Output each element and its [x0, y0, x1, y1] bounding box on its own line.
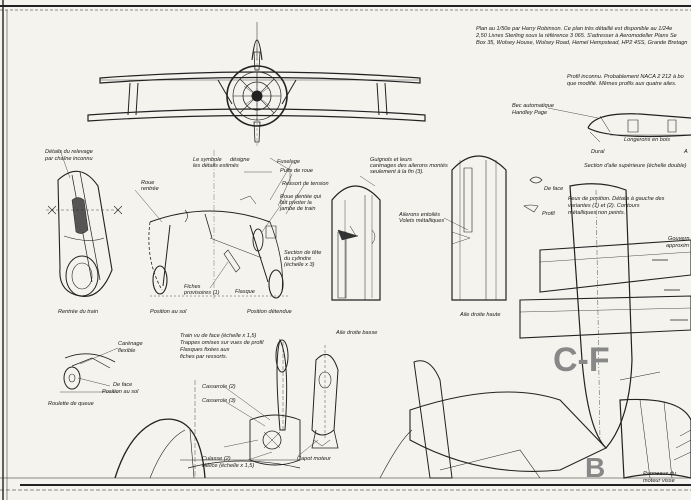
fuselage-side-partial — [115, 419, 205, 478]
dural-a-label: A — [684, 149, 688, 155]
fiches-label-1: Fiches — [184, 284, 201, 290]
upper-right-wing — [452, 156, 506, 300]
ressort-label: Ressort de tension — [282, 181, 329, 187]
cylinder-label-3: (échelle x 3) — [284, 262, 315, 268]
cylinder-label-2: du cylindre — [284, 256, 312, 262]
guignols-3: seulement à la fin (3). — [370, 169, 424, 175]
capot-label: Capot moteur — [297, 456, 331, 462]
gouv-line-2: approxim — [666, 243, 690, 249]
registration-upper: C-F — [553, 341, 610, 379]
profil-label: Profil — [542, 211, 555, 217]
slat-label-2: Handley Page — [512, 110, 548, 116]
detendue-label: Position détendue — [247, 309, 292, 315]
rentree-train-label: Rentrée du train — [58, 309, 99, 315]
train-face-3: Flasques fixées aux — [180, 347, 230, 353]
sol-label: Position au sol — [150, 309, 187, 315]
feux-line-2: variantes (1) et (2). Contours — [568, 203, 640, 209]
face-label: De face — [544, 186, 564, 192]
feux-line-1: Feux de position. Détails à gauche des — [568, 196, 665, 202]
roue-dentee-2: fait pivoter la — [280, 200, 312, 206]
flasque-label: Flasque — [235, 289, 255, 295]
train-face-2: Trappes omises sur vues de profil — [180, 340, 264, 346]
panneaux-2: moteur visse — [643, 478, 675, 484]
symbol-label-2: les détails estimés — [193, 163, 239, 169]
cylinder-label-1: Section de tête — [284, 250, 322, 256]
casserole-2: Casserole (2) — [202, 384, 236, 390]
helice-label: Hélice (échelle x 1,5) — [202, 463, 255, 469]
credits-line-1: Plan au 1/50e par Harry Robinson. Ce pla… — [476, 26, 673, 32]
position-lights — [524, 177, 542, 212]
roue-rentree-1: Roue — [141, 180, 155, 186]
slat-label-1: Bec automatique — [512, 103, 554, 109]
roue-rentree-2: rentrée — [141, 186, 159, 192]
feux-line-3: métalliques non peints. — [568, 210, 626, 216]
casserole-3: Casserole (3) — [202, 398, 236, 404]
carenage-2: flexible — [118, 348, 136, 354]
train-face-1: Train vu de face (échelle x 1,5) — [180, 333, 257, 339]
fuselage-label: Fuselage — [277, 159, 301, 165]
credits-line-3: Box 35, Wolsey House, Wolsey Road, Hemel… — [476, 40, 688, 46]
guignols-1: Guignols et leurs — [370, 157, 412, 163]
roue-dentee-3: jambe de train — [280, 206, 316, 212]
plan-view-aircraft — [380, 184, 691, 478]
retract-label-1: Détails du relevage — [45, 149, 93, 155]
profile-line-2: que modifié. Mêmes profils aux quatre ai… — [567, 81, 677, 87]
guignols-2: carénages des ailerons montés — [370, 163, 448, 169]
aile-haute-label: Aile droite haute — [460, 312, 501, 318]
roue-dentee-1: Roue dentée qui — [280, 194, 322, 200]
credits-line-2: 2,50 Livres Sterling sous la référence 3… — [476, 33, 677, 39]
symbol-label-3: désigne — [230, 157, 250, 163]
train-face-4: fiches par ressorts. — [180, 354, 228, 360]
landing-gear-front — [149, 150, 290, 300]
cowling-section — [180, 380, 300, 478]
carenage-1: Carénage — [118, 341, 143, 347]
aile-basse-label: Aile droite basse — [336, 330, 378, 336]
position-sol-2: Position au sol — [102, 389, 139, 395]
retract-label-2: par chaîne inconnu — [45, 156, 93, 162]
ailerons-1: Ailerons entoilés — [399, 212, 441, 218]
roulette-label: Roulette de queue — [48, 401, 94, 407]
longerons-label: Longerons en bois — [624, 137, 671, 143]
de-face-2: De face — [113, 382, 133, 388]
front-view-biplane — [88, 22, 425, 146]
profile-line-1: Profil inconnu. Probablement NACA 2 212 … — [567, 74, 684, 80]
tail-wheel — [60, 354, 118, 392]
ailerons-2: Volets métalliques — [399, 218, 445, 224]
spinner-drawing — [312, 345, 338, 448]
fiches-label-2: provisoires (1) — [184, 290, 220, 296]
retraction-detail — [46, 150, 122, 296]
section-caption: Section d'aile supérieure (échelle doubl… — [584, 163, 687, 169]
culasse-label: Culasse (2) — [202, 456, 231, 462]
wing-section — [548, 108, 691, 142]
gouv-line-1: Gouvern — [668, 236, 690, 242]
registration-lower: B — [585, 452, 606, 483]
panneaux-1: Panneaux du — [643, 471, 676, 477]
symbol-label-1: Le symbole — [193, 157, 222, 163]
gear-strut-front — [276, 340, 288, 432]
lower-right-wing — [332, 186, 380, 300]
puits-label: Puits de roue — [280, 168, 313, 174]
dural-label: Dural — [591, 149, 605, 155]
leader-lines — [78, 163, 468, 460]
